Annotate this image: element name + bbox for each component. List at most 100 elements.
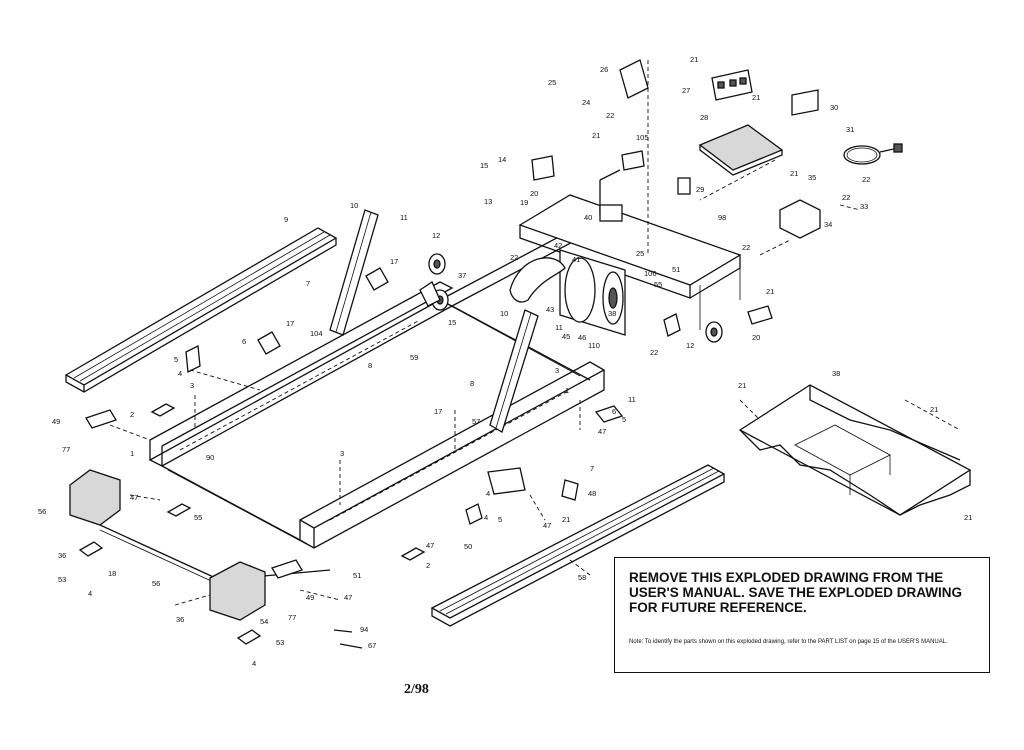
- callout: 21: [690, 55, 698, 64]
- callout: 54: [260, 617, 268, 626]
- callout: 4: [484, 513, 488, 522]
- callout: 11: [555, 323, 563, 332]
- callout: 49: [52, 417, 60, 426]
- callout: 50: [464, 542, 472, 551]
- callout: 22: [742, 243, 750, 252]
- callout: 25: [548, 78, 556, 87]
- callout: 67: [368, 641, 376, 650]
- callout: 106: [644, 269, 657, 278]
- callout: 20: [530, 189, 538, 198]
- callout: 55: [654, 280, 662, 289]
- callout: 90: [206, 453, 214, 462]
- callout-labels: 25 26 24 22 21 27 21 30 28 31 22 21 105 …: [38, 55, 972, 668]
- callout: 24: [582, 98, 590, 107]
- callout: 22: [606, 111, 614, 120]
- callout: 3: [555, 366, 559, 375]
- callout: 4: [178, 369, 182, 378]
- callout: 28: [700, 113, 708, 122]
- callout: 5: [498, 515, 502, 524]
- callout: 22: [862, 175, 870, 184]
- callout: 31: [846, 125, 854, 134]
- callout: 8: [470, 379, 474, 388]
- callout: 2: [426, 561, 430, 570]
- callout: 17: [286, 319, 294, 328]
- callout: 59: [410, 353, 418, 362]
- right-side-rail: [430, 464, 726, 627]
- callout: 12: [432, 231, 440, 240]
- treadmill-frame: [99, 214, 613, 586]
- callout: 58: [578, 573, 586, 582]
- callout: 34: [824, 220, 832, 229]
- callout: 11: [400, 213, 408, 222]
- callout: 57: [472, 417, 480, 426]
- callout: 98: [718, 213, 726, 222]
- callout: 21: [790, 169, 798, 178]
- notice-title: REMOVE THIS EXPLODED DRAWING FROM THE US…: [629, 570, 962, 615]
- callout: 27: [682, 86, 690, 95]
- callout: 4: [252, 659, 256, 668]
- left-side-rail: [64, 227, 338, 393]
- callout: 51: [672, 265, 680, 274]
- callout: 47: [426, 541, 434, 550]
- callout: 12: [686, 341, 694, 350]
- callout: 37: [458, 271, 466, 280]
- callout: 21: [562, 515, 570, 524]
- callout: 30: [830, 103, 838, 112]
- callout: 21: [738, 381, 746, 390]
- controller-board: [619, 59, 819, 195]
- callout: 47: [543, 521, 551, 530]
- upright-left: [329, 209, 379, 336]
- rear-endcap-left: [69, 469, 121, 526]
- callout: 38: [832, 369, 840, 378]
- callout: 9: [284, 215, 288, 224]
- callout: 53: [58, 575, 66, 584]
- motor-hood: [738, 384, 972, 516]
- callout: 49: [306, 593, 314, 602]
- notice-note: Note: To identify the parts shown on thi…: [629, 639, 948, 645]
- callout: 45: [562, 332, 570, 341]
- date-code: 2/98: [404, 682, 429, 697]
- callout: 4: [486, 489, 490, 498]
- callout: 47: [344, 593, 352, 602]
- callout: 51: [353, 571, 361, 580]
- callout: 104: [310, 329, 323, 338]
- callout: 35: [808, 173, 816, 182]
- callout: 105: [636, 133, 649, 142]
- callout: 94: [360, 625, 368, 634]
- callout: 18: [108, 569, 116, 578]
- power-cord: [843, 143, 903, 165]
- callout: 56: [38, 507, 46, 516]
- callout: 4: [88, 589, 92, 598]
- callout: 6: [242, 337, 246, 346]
- callout: 20: [752, 333, 760, 342]
- callout: 7: [306, 279, 310, 288]
- callout: 7: [590, 464, 594, 473]
- callout: 21: [752, 93, 760, 102]
- callout: 13: [484, 197, 492, 206]
- callout: 110: [588, 341, 600, 350]
- callout: 29: [696, 185, 704, 194]
- callout: 6: [612, 407, 616, 416]
- callout: 33: [860, 202, 868, 211]
- callout: 42: [554, 241, 562, 250]
- callout: 46: [578, 333, 586, 342]
- callout: 22: [842, 193, 850, 202]
- callout: 77: [288, 613, 296, 622]
- leader-lines: [109, 60, 961, 606]
- callout: 2: [130, 410, 134, 419]
- callout: 21: [964, 513, 972, 522]
- rear-endcap-right: [209, 561, 266, 621]
- callout: 77: [62, 445, 70, 454]
- callout: 36: [176, 615, 184, 624]
- callout: 22: [650, 348, 658, 357]
- callout: 25: [636, 249, 644, 258]
- motor-mount-frame: [509, 169, 742, 336]
- callout: 36: [58, 551, 66, 560]
- callout: 48: [588, 489, 596, 498]
- callout: 56: [152, 579, 160, 588]
- callout: 11: [628, 395, 636, 404]
- callout: 19: [520, 198, 528, 207]
- callout: 10: [500, 309, 508, 318]
- callout: 5: [174, 355, 178, 364]
